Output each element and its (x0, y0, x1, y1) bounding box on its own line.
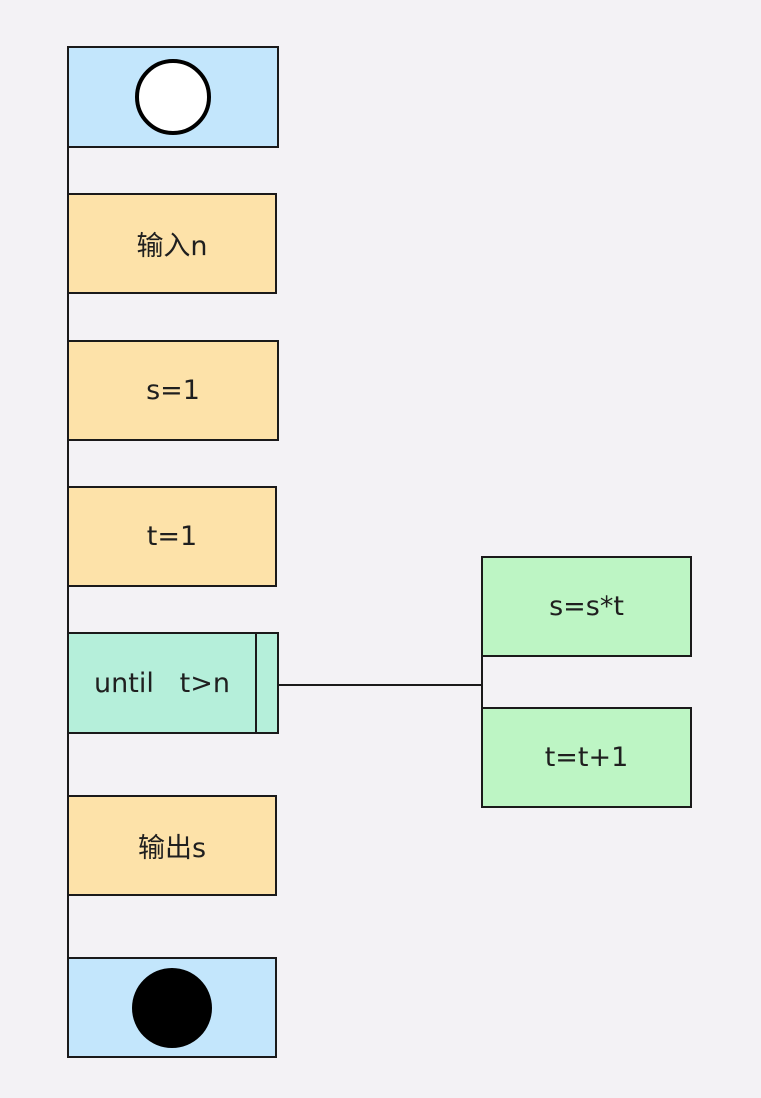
input-n-label: 输入n (136, 231, 208, 262)
until-loop-node: until t>n (67, 632, 279, 734)
input-n-step: 输入n (67, 193, 277, 294)
loop-step-multiply: s=s*t (481, 556, 692, 657)
until-loop-label: until t>n (94, 667, 230, 699)
loop-step-multiply-label: s=s*t (549, 591, 624, 622)
start-node (67, 46, 279, 148)
output-s-step: 输出s (67, 795, 277, 896)
init-s-step: s=1 (67, 340, 279, 441)
loop-step-increment-label: t=t+1 (544, 742, 629, 773)
output-s-label: 输出s (137, 833, 207, 864)
loop-step-increment: t=t+1 (481, 707, 692, 808)
loop-divider (255, 634, 257, 732)
end-node (67, 957, 277, 1058)
start-circle-icon (135, 59, 211, 135)
end-circle-icon (132, 967, 212, 1048)
init-t-step: t=1 (67, 486, 277, 587)
init-t-label: t=1 (146, 521, 198, 552)
loop-connector-line (278, 684, 482, 686)
loop-body-line (481, 556, 483, 808)
init-s-label: s=1 (146, 375, 200, 406)
